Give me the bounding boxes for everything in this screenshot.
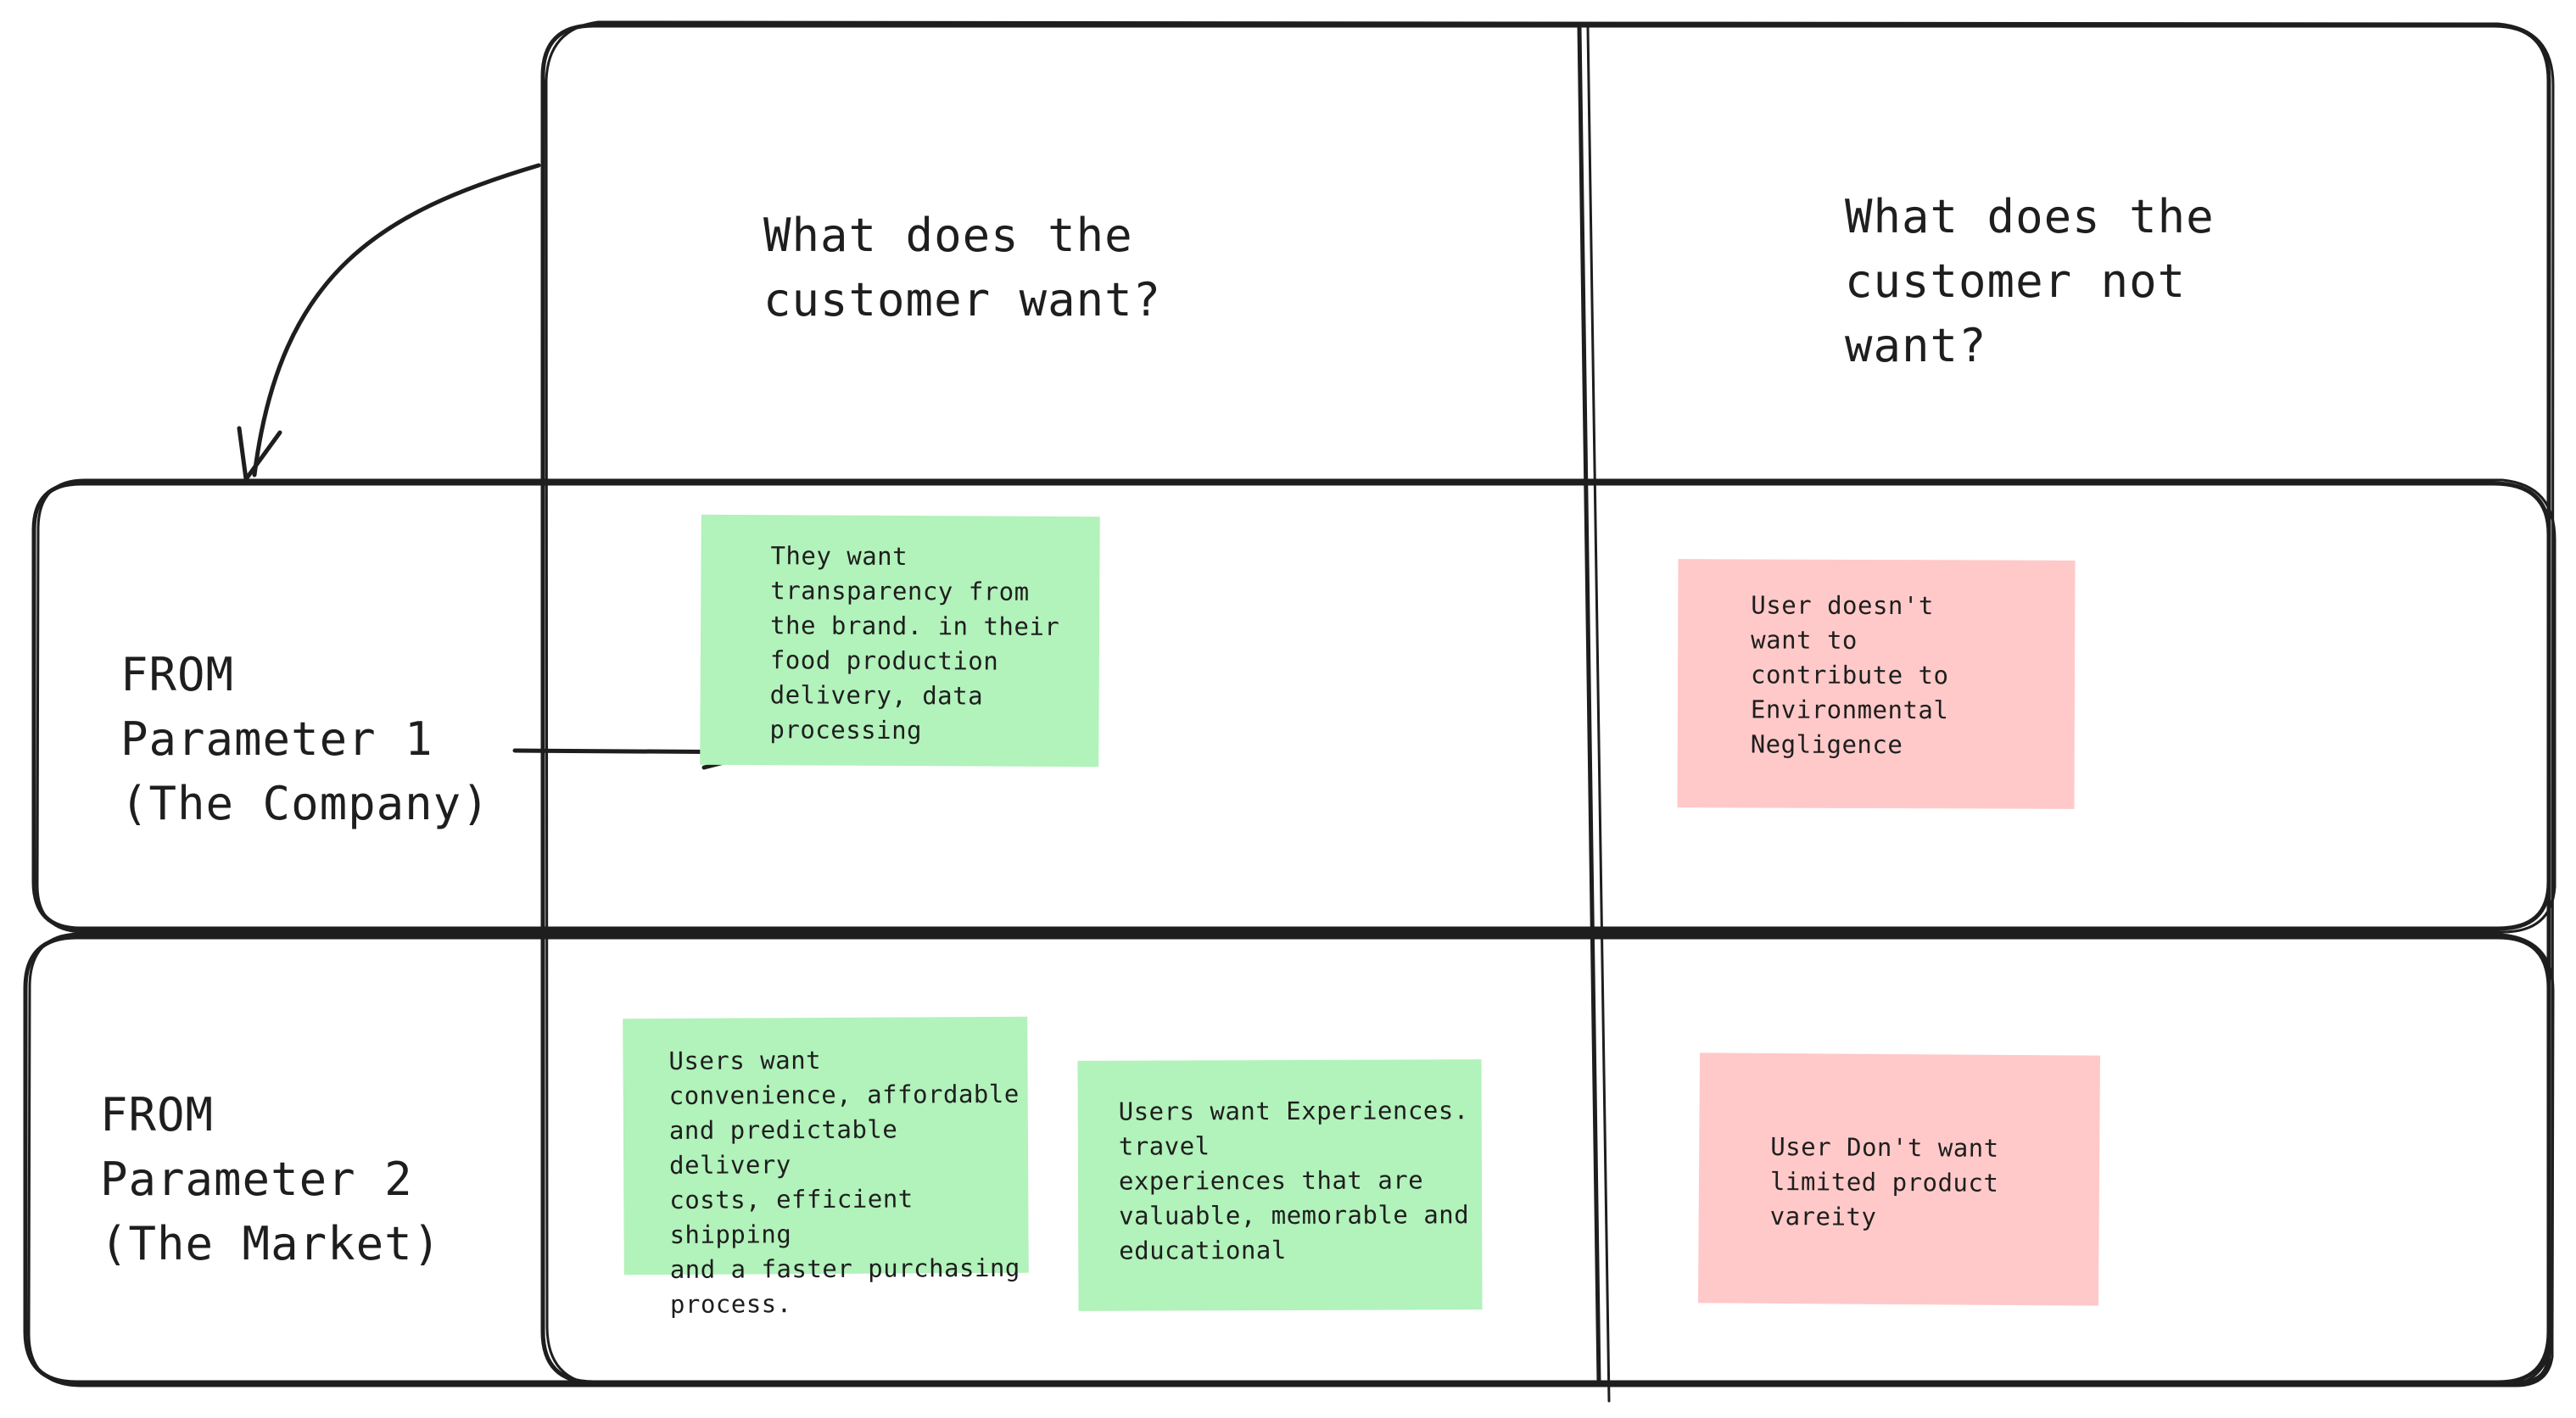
row-label-market: FROM Parameter 2 (The Market) [100,1088,442,1270]
row-company-box [31,481,2551,931]
note-company-want-text: They want transparency from the brand. i… [769,541,1060,745]
note-market-not-want: User Don't want limited product vareity [1697,1052,2101,1306]
row-label-company: FROM Parameter 1 (The Company) [120,648,490,830]
row-company-box-sketch [36,478,2556,934]
note-market-want-2-text: Users want Experiences. travel experienc… [1118,1096,1470,1265]
column-header-want: What does the customer want? [763,209,1162,327]
note-market-want-1-text: Users want convenience, affordable and p… [668,1046,1020,1319]
note-company-not-want-text: User doesn't want to contribute to Envir… [1750,590,1949,760]
column-header-not-want: What does the customer not want? [1845,190,2215,372]
curved-arrow-head [237,426,282,482]
column-divider-sketch [1586,25,1611,1403]
column-divider [1577,25,1601,1385]
row-market-box [23,935,2551,1385]
note-market-want-2: Users want Experiences. travel experienc… [1077,1059,1483,1311]
curved-arrow-line [252,163,541,477]
note-market-not-want-text: User Don't want limited product vareity [1769,1131,1999,1231]
note-company-not-want: User doesn't want to contribute to Envir… [1677,559,2076,809]
note-market-want-1: Users want convenience, affordable and p… [623,1016,1029,1319]
note-company-want: They want transparency from the brand. i… [700,514,1100,768]
row-market-box-sketch [27,932,2555,1387]
